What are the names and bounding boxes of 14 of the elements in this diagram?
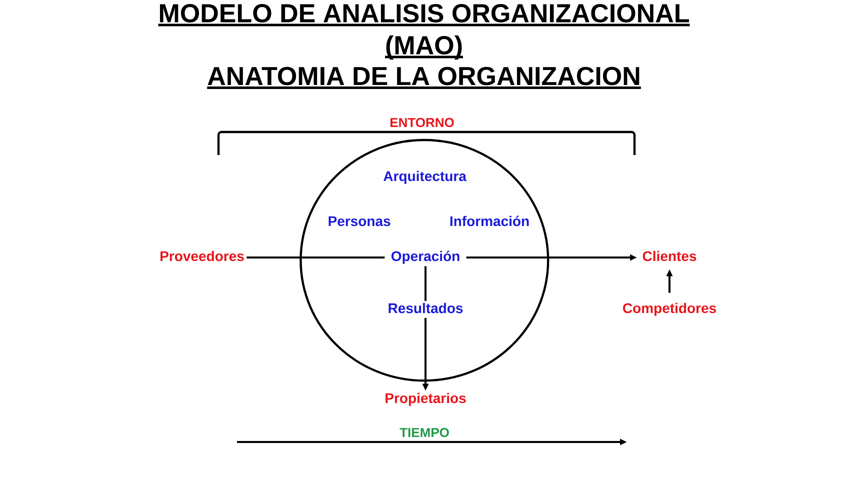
connector-line: [246, 256, 385, 258]
edge-label: Resultados: [386, 301, 466, 318]
entity-label: Clientes: [642, 250, 696, 262]
entity-label: Competidores: [623, 302, 716, 316]
component-label: Personas: [328, 216, 390, 226]
component-label: Información: [450, 216, 529, 226]
entity-label: Proveedores: [160, 250, 244, 262]
timeline-label: TIEMPO: [400, 428, 449, 438]
component-label: Arquitectura: [384, 170, 466, 184]
subtitle: ANATOMIA DE LA ORGANIZACION: [207, 66, 641, 89]
entity-label: Propietarios: [386, 392, 466, 406]
component-label: Operación: [391, 250, 460, 264]
title: MODELO DE ANALISIS ORGANIZACIONAL (MAO): [158, 4, 690, 60]
bracket-label: ENTORNO: [390, 118, 454, 128]
